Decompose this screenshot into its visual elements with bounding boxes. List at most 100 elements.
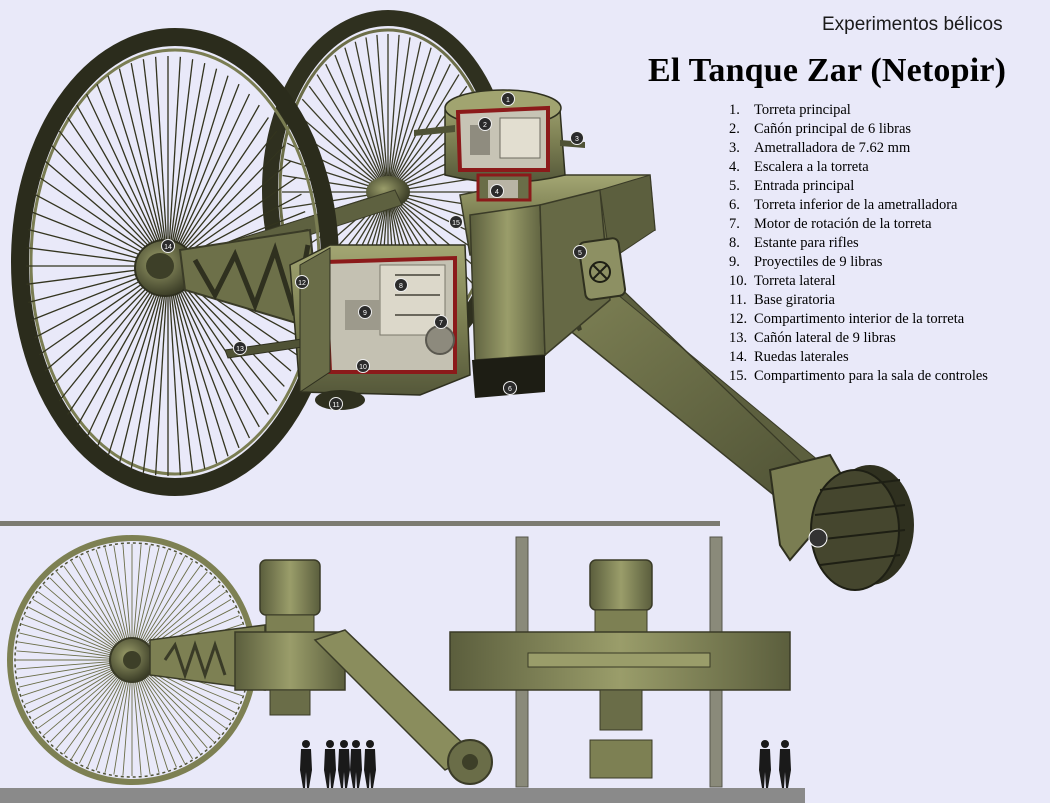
legend-item: 15. Compartimento para la sala de control… bbox=[729, 367, 988, 386]
wheel-spoke bbox=[96, 265, 169, 449]
callout-number: 8 bbox=[399, 283, 403, 290]
wheel-spoke bbox=[325, 63, 389, 193]
legend-label: Proyectiles de 9 libras bbox=[754, 254, 883, 270]
legend-number: 12. bbox=[729, 311, 748, 327]
legend-item: 8.Estante para rifles bbox=[729, 234, 988, 253]
wheel-spoke bbox=[96, 83, 169, 267]
legend-number: 2. bbox=[729, 121, 740, 137]
legend-item: 6.Torreta inferior de la ametralladora bbox=[729, 196, 988, 215]
wheel-spoke bbox=[154, 56, 169, 267]
callout-number: 11 bbox=[332, 402, 339, 409]
wheel-spoke bbox=[301, 98, 389, 193]
legend-label: Estante para rifles bbox=[754, 235, 859, 251]
soldier-body bbox=[324, 749, 336, 788]
callout-marker bbox=[501, 92, 515, 106]
wheel-spoke bbox=[167, 265, 194, 473]
wheel-spoke bbox=[387, 54, 442, 193]
wheel-spoke bbox=[354, 41, 389, 193]
wheel-spoke bbox=[130, 265, 169, 469]
callout-marker bbox=[233, 341, 247, 355]
legend-label: Cañón principal de 6 libras bbox=[754, 121, 912, 137]
callout-marker bbox=[503, 381, 517, 395]
soldier-head bbox=[326, 740, 334, 748]
callout-marker bbox=[570, 131, 584, 145]
soldier-head bbox=[340, 740, 348, 748]
legend-number: 1. bbox=[729, 102, 740, 118]
legend-item: 13. Cañón lateral de 9 libras bbox=[729, 329, 988, 348]
wheel-spoke bbox=[167, 117, 269, 267]
wheel-spoke bbox=[167, 265, 182, 476]
legend-number: 4. bbox=[729, 159, 740, 175]
wheel-spoke bbox=[167, 265, 229, 457]
page-title: El Tanque Zar (Netopir) bbox=[648, 52, 1007, 89]
callout-number: 13 bbox=[236, 346, 244, 353]
soldier-head bbox=[781, 740, 789, 748]
legend-number: 9. bbox=[729, 254, 740, 270]
legend-number: 10. bbox=[729, 273, 748, 289]
callout-number: 4 bbox=[495, 189, 499, 196]
callout-marker bbox=[478, 117, 492, 131]
callout-number: 9 bbox=[363, 310, 367, 317]
legend-item: 7.Motor de rotación de la torreta bbox=[729, 215, 988, 234]
soldier-head bbox=[352, 740, 360, 748]
soldier-body bbox=[759, 749, 771, 788]
legend-number: 15. bbox=[729, 368, 748, 384]
legend-item: 10. Torreta lateral bbox=[729, 272, 988, 291]
legend-label: Entrada principal bbox=[754, 178, 855, 194]
soldier-head bbox=[761, 740, 769, 748]
wheel-spoke bbox=[67, 117, 169, 267]
callout-marker bbox=[490, 184, 504, 198]
wheel-spoke bbox=[118, 265, 169, 464]
legend-label: Cañón lateral de 9 libras bbox=[754, 330, 896, 346]
wheel-spoke bbox=[295, 112, 389, 193]
wheel-spoke bbox=[167, 68, 218, 267]
soldier-body bbox=[300, 749, 312, 788]
wheel-spoke bbox=[387, 41, 422, 193]
legend-number: 5. bbox=[729, 178, 740, 194]
wheel-spoke bbox=[167, 93, 251, 267]
soldier-body bbox=[350, 749, 362, 788]
soldier-body bbox=[338, 749, 350, 788]
callout-marker bbox=[295, 275, 309, 289]
legend-item: 2. Cañón principal de 6 libras bbox=[729, 120, 988, 139]
legend-label: Torreta lateral bbox=[754, 273, 836, 289]
wheel-spoke bbox=[167, 265, 240, 449]
legend-label: Ruedas laterales bbox=[754, 349, 849, 365]
wheel-spoke bbox=[387, 34, 400, 193]
wheel-spoke bbox=[387, 63, 451, 193]
wheel-spoke bbox=[167, 265, 218, 464]
callout-marker bbox=[449, 215, 463, 229]
wheel-spoke bbox=[107, 75, 169, 267]
legend-label: Compartimento para la sala de controles bbox=[754, 368, 988, 384]
wheel-spoke bbox=[167, 56, 182, 267]
wheel-spoke bbox=[376, 34, 389, 193]
wheel-spoke bbox=[365, 37, 389, 193]
wheel-spoke bbox=[167, 265, 260, 428]
legend-item: 12.Compartimento interior de la torreta bbox=[729, 310, 988, 329]
legend-item: 9. Proyectiles de 9 libras bbox=[729, 253, 988, 272]
wheel-spoke bbox=[167, 83, 240, 267]
legend-label: Base giratoria bbox=[754, 292, 835, 308]
legend-number: 13. bbox=[729, 330, 748, 346]
wheel-spoke bbox=[167, 265, 251, 439]
soldier-body bbox=[364, 749, 376, 788]
soldier-silhouette-icon bbox=[300, 740, 791, 788]
legend-item: 1. Torreta principal bbox=[729, 101, 988, 120]
hatch-cross-icon bbox=[589, 261, 611, 283]
wheel-spoke bbox=[167, 63, 206, 267]
wheel-spoke bbox=[387, 47, 432, 193]
callout-number: 14 bbox=[164, 244, 172, 251]
wheel-spoke bbox=[85, 93, 169, 267]
callout-number: 10 bbox=[359, 364, 367, 371]
callout-number: 12 bbox=[298, 280, 306, 287]
callout-number: 7 bbox=[439, 320, 443, 327]
divider-line bbox=[0, 521, 720, 526]
legend-item: 14.Ruedas laterales bbox=[729, 348, 988, 367]
legend-label: Torreta principal bbox=[754, 102, 851, 118]
wheel-spoke bbox=[76, 104, 169, 267]
main-turret bbox=[414, 89, 585, 202]
wheel-spoke bbox=[334, 54, 389, 193]
